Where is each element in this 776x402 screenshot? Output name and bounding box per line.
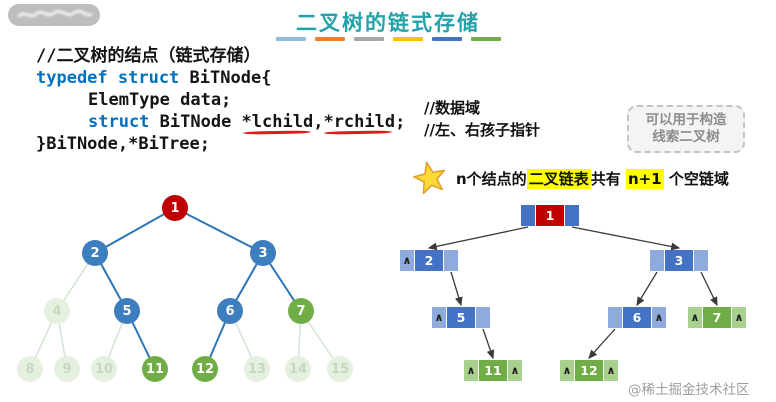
tree-node-12: 12 [192, 356, 218, 382]
linked-node-2: ∧2 [400, 250, 458, 271]
tree-node-11: 11 [142, 356, 168, 382]
right-pointer-field: ∧ [652, 307, 666, 328]
left-pointer-field [608, 307, 622, 328]
comment-child-pointers: //左、右孩子指针 [424, 121, 540, 139]
note-segment-highlight: 二叉链表 [526, 168, 591, 189]
tree-node-15: 15 [327, 356, 353, 382]
callout-line-2: 线索二叉树 [652, 129, 720, 145]
key-point-note: n个结点的二叉链表共有 n+1 个空链域 [412, 160, 729, 196]
code-text: BiTNode [149, 112, 242, 132]
note-segment: n个结点的 [456, 169, 527, 188]
color-legend [0, 37, 776, 41]
tree-node-5: 5 [114, 298, 140, 324]
data-field: 12 [575, 360, 603, 381]
left-pointer-field [650, 250, 664, 271]
linked-node-1: 1 [521, 205, 579, 226]
linked-node-5: ∧5 [432, 307, 490, 328]
right-pointer-field: ∧ [604, 360, 618, 381]
left-pointer-field: ∧ [560, 360, 574, 381]
tree-node-3: 3 [250, 240, 276, 266]
right-pointer-field [444, 250, 458, 271]
linked-node-3: 3 [650, 250, 708, 271]
tree-node-2: 2 [82, 240, 108, 266]
tree-node-1: 1 [162, 195, 188, 221]
code-line-typedef: typedef struct BiTNode{ [36, 67, 405, 89]
code-line-children: struct BiTNode *lchild,*rchild; [36, 111, 405, 133]
legend-dash [470, 37, 501, 41]
tree-node-13: 13 [244, 356, 270, 382]
page-title: 二叉树的链式存储 [296, 11, 480, 35]
tree-node-4: 4 [44, 298, 70, 324]
right-pointer-field: ∧ [508, 360, 522, 381]
star-icon [412, 161, 446, 195]
tree-node-9: 9 [54, 356, 80, 382]
left-pointer-field: ∧ [432, 307, 446, 328]
tree-node-6: 6 [217, 298, 243, 324]
right-pointer-field [476, 307, 490, 328]
legend-dash [392, 37, 423, 41]
code-comment: //二叉树的结点（链式存储） [36, 46, 261, 66]
data-field: 5 [447, 307, 475, 328]
linked-node-11: ∧11∧ [464, 360, 522, 381]
note-text: n个结点的二叉链表共有 n+1 个空链域 [456, 168, 729, 189]
code-text: ; [395, 112, 406, 132]
logo-script-icon [16, 9, 93, 18]
logo-watermark [8, 4, 100, 26]
comment-data-field: //数据域 [424, 99, 480, 117]
right-pointer-field [694, 250, 708, 271]
legend-dash [275, 37, 306, 41]
right-pointer-field: ∧ [732, 307, 746, 328]
keyword-struct: struct [88, 112, 150, 132]
data-field: 7 [703, 307, 731, 328]
keyword-typedef-struct: typedef struct [36, 68, 180, 88]
right-pointer-field [565, 205, 579, 226]
data-field: 2 [415, 250, 443, 271]
data-field: 3 [665, 250, 693, 271]
legend-dash [314, 37, 345, 41]
code-block: //二叉树的结点（链式存储） typedef struct BiTNode{ E… [36, 45, 405, 155]
code-text: BiTNode{ [179, 68, 272, 88]
left-pointer-field: ∧ [464, 360, 478, 381]
linked-node-7: ∧7∧ [688, 307, 746, 328]
tree-node-7: 7 [288, 298, 314, 324]
tree-node-14: 14 [285, 356, 311, 382]
rchild-pointer-underlined: *rchild [323, 112, 396, 132]
legend-dash [353, 37, 384, 41]
data-field: 1 [536, 205, 564, 226]
lchild-pointer-underlined: *lchild [241, 112, 314, 132]
linked-node-6: 6∧ [608, 307, 666, 328]
linked-node-12: ∧12∧ [560, 360, 618, 381]
data-field: 11 [479, 360, 507, 381]
left-pointer-field: ∧ [688, 307, 702, 328]
legend-dash [431, 37, 462, 41]
note-segment-highlight: n+1 [625, 168, 664, 189]
code-text: , [313, 112, 324, 132]
callout-bubble: 可以用于构造 线索二叉树 [627, 105, 745, 153]
callout-line-1: 可以用于构造 [645, 112, 727, 128]
note-segment: 个空链域 [663, 169, 729, 188]
left-pointer-field [521, 205, 535, 226]
tree-node-8: 8 [17, 356, 43, 382]
note-segment: 共有 [590, 169, 626, 188]
tree-node-10: 10 [91, 356, 117, 382]
code-line-data: ElemType data; [88, 90, 232, 110]
site-watermark: @稀土掘金技术社区 [628, 382, 750, 398]
data-field: 6 [623, 307, 651, 328]
code-line-close: }BiTNode,*BiTree; [36, 134, 210, 154]
left-pointer-field: ∧ [400, 250, 414, 271]
